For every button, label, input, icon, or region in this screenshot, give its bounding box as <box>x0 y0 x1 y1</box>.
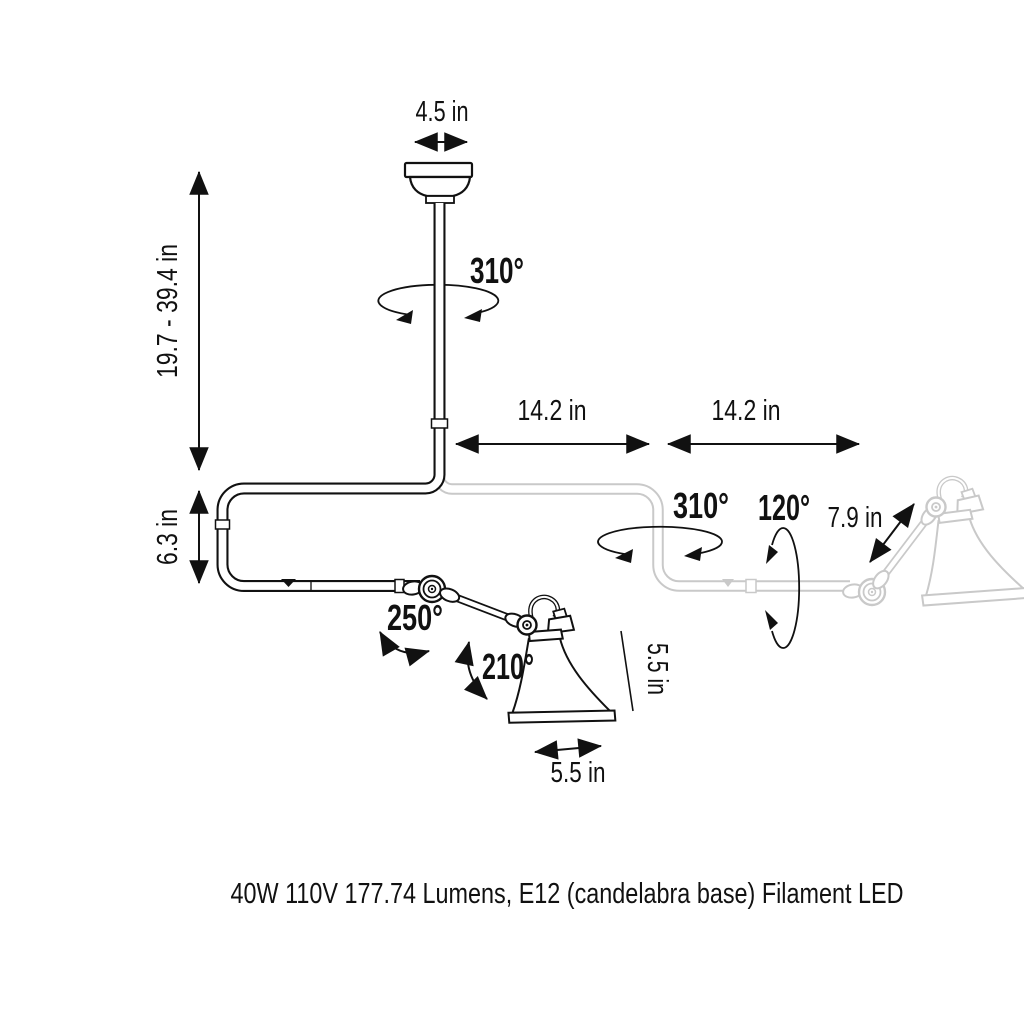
canopy-width-label: 4.5 in <box>416 96 469 128</box>
forearm-swing-arrowhead-top <box>766 545 778 564</box>
stem-rotation-arrowhead-right <box>464 309 482 322</box>
stem-rotation-label: 310° <box>470 250 524 291</box>
ghost-lamp-head <box>918 476 1024 606</box>
dimension-annotations: 4.5 in 19.7 - 39.4 in 6.3 in 310° 14.2 i… <box>152 96 915 789</box>
forearm-length-arrow <box>869 503 915 563</box>
forearm-swing-arrowhead-bottom <box>765 610 778 630</box>
ghost-tube-sleeve <box>745 578 757 594</box>
shade-height-line <box>620 630 634 712</box>
main-lamp <box>214 161 618 725</box>
elbow-rotation-arrow <box>379 631 431 667</box>
frame-coupler-left <box>214 519 231 530</box>
arm-span-right-label: 14.2 in <box>712 395 781 427</box>
forearm-length-label: 7.9 in <box>828 502 883 534</box>
head-rotation-arrow <box>454 640 488 700</box>
arm-rotation-arc <box>597 525 723 556</box>
shade-diameter-label: 5.5 in <box>551 757 606 789</box>
arm-rotation-arrowhead-right <box>684 547 702 561</box>
ghost-clip-marker <box>722 579 734 587</box>
shade-height-label: 5.5 in <box>641 643 673 695</box>
stem-rotation-arc <box>377 283 500 316</box>
arm-rotation-arrowhead-left <box>615 549 633 563</box>
ceiling-canopy <box>403 161 474 204</box>
cord-clip-marker <box>281 579 296 587</box>
forearm-swing-arc <box>771 527 801 649</box>
bulb-spec-label: 40W 110V 177.74 Lumens, E12 (candelabra … <box>231 878 904 910</box>
stem-rotation-arrowhead-left <box>396 310 413 324</box>
forearm-swing-label: 120° <box>758 487 810 528</box>
forearm <box>439 587 526 628</box>
arm-rotation-label: 310° <box>673 485 729 526</box>
head-rotation-label: 210° <box>482 646 534 687</box>
ghost-lamp-position <box>433 476 1024 606</box>
shade-diameter-arrow <box>533 738 603 760</box>
frame-height-label: 6.3 in <box>152 509 184 565</box>
arm-span-left-label: 14.2 in <box>518 395 587 427</box>
height-range-label: 19.7 - 39.4 in <box>152 244 184 378</box>
forearm-swing-annotation <box>765 527 801 649</box>
elbow-rotation-label: 250° <box>387 597 443 638</box>
arm-rotation-annotation <box>597 525 723 563</box>
stem-rotation-annotation <box>377 283 500 324</box>
stem-coupler <box>430 418 449 429</box>
stem-and-frame-tube <box>216 203 446 592</box>
